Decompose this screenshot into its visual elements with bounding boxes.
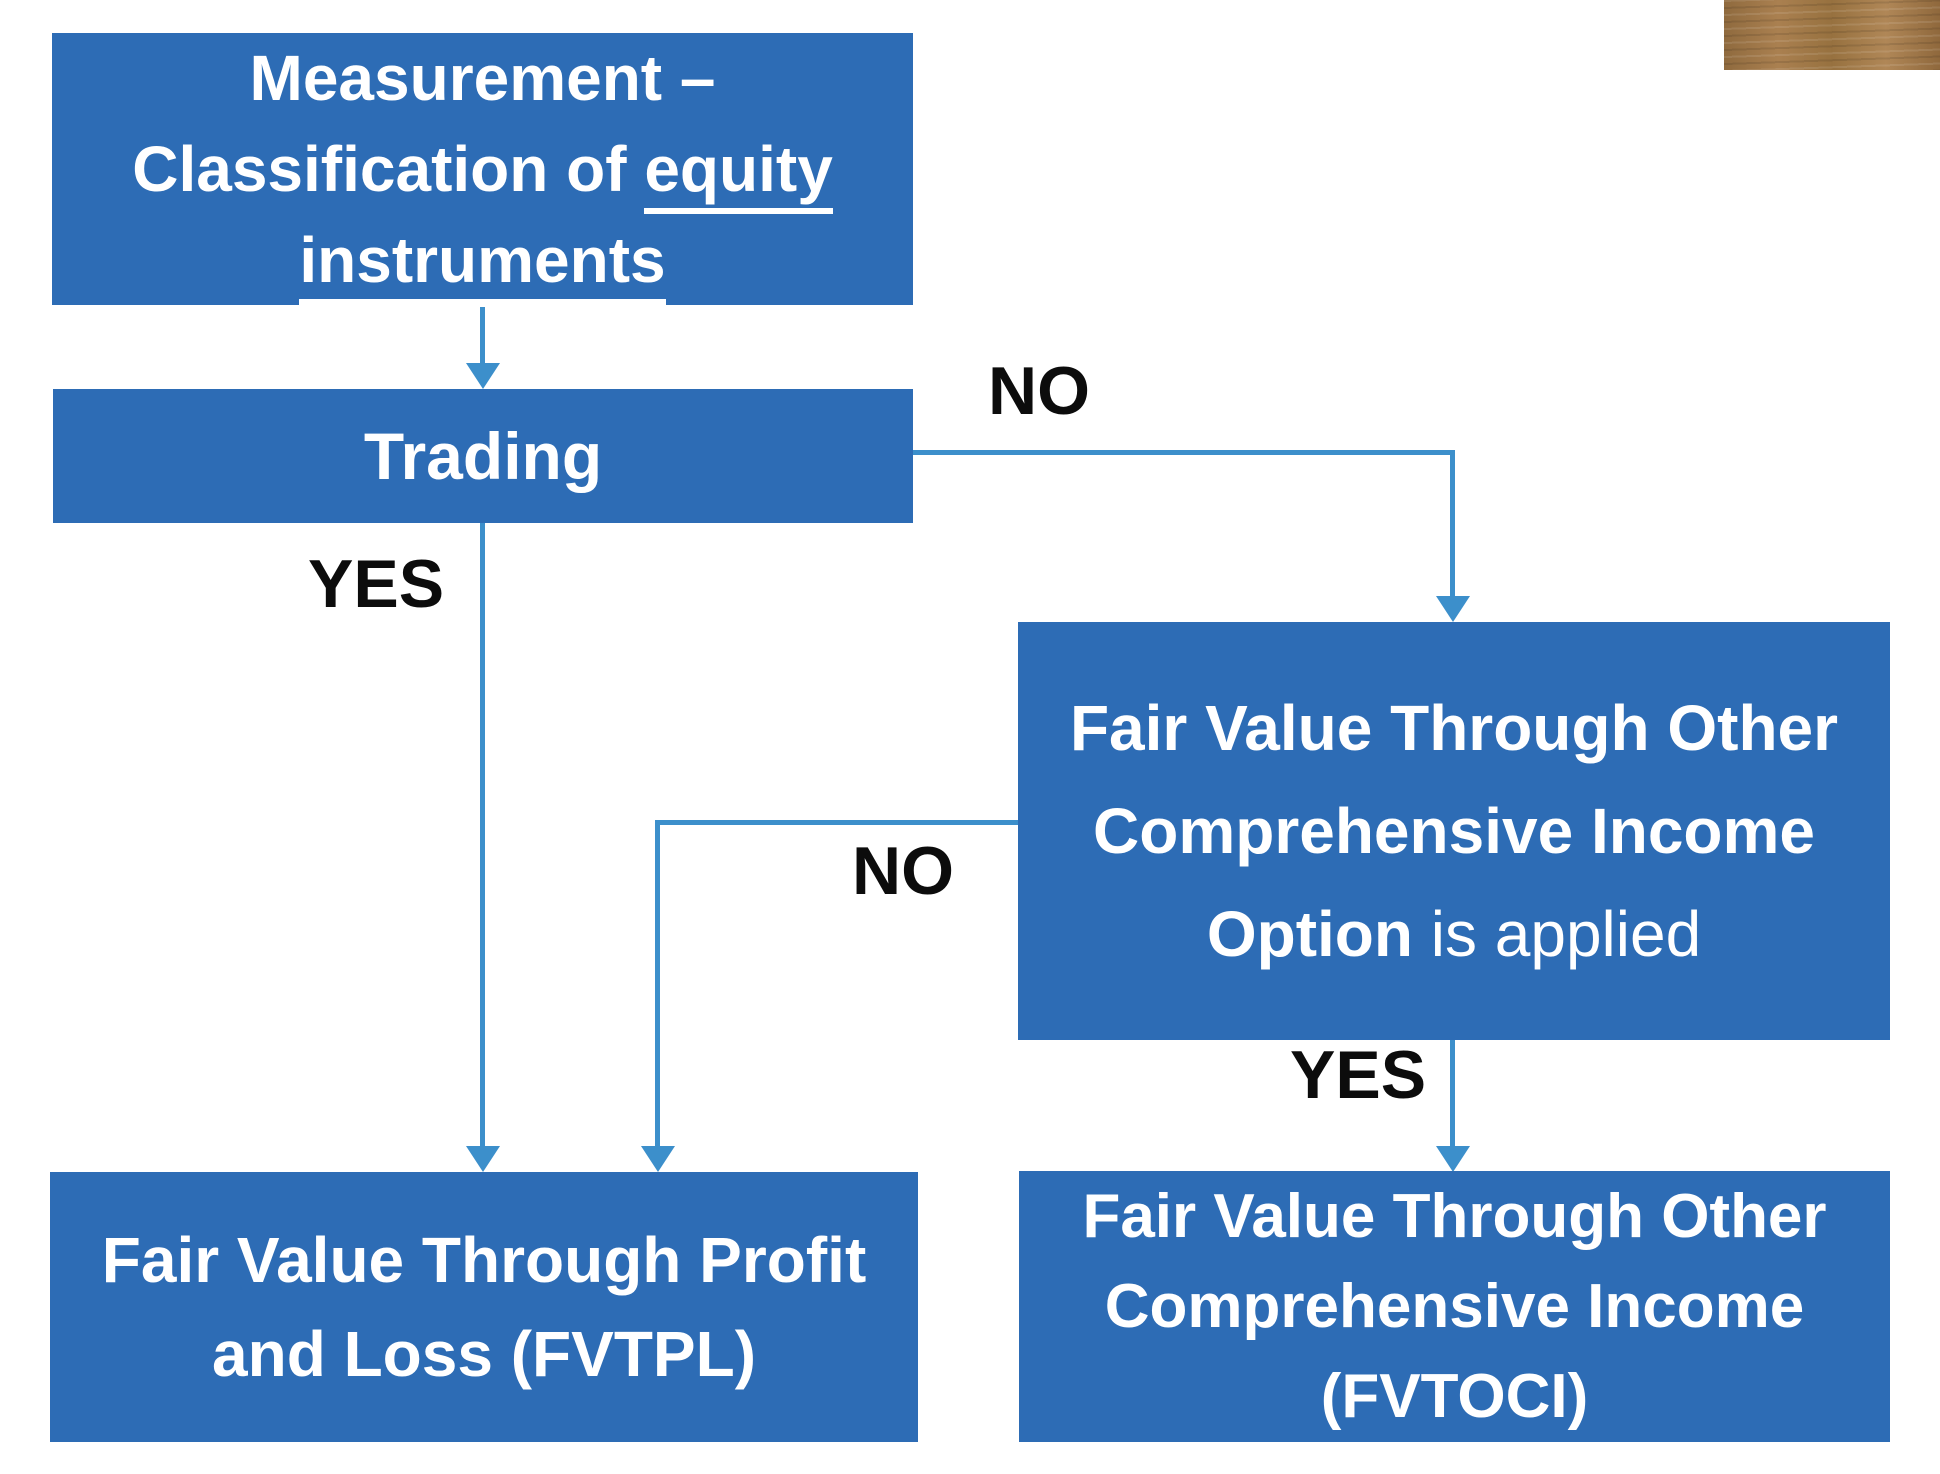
measurement-box: Measurement – Classification of equity i…	[52, 33, 913, 305]
connector-trading-no-horizontal-line	[913, 450, 1455, 455]
measurement-box-text: Measurement – Classification of equity i…	[82, 33, 883, 306]
connector-trading-no-arrowhead-icon	[1436, 596, 1470, 622]
connector-option-no-horizontal-line	[657, 820, 1018, 825]
fvtoci-option-text-bold: Fair Value Through Other Comprehensive I…	[1069, 691, 1839, 970]
fvtpl-box: Fair Value Through Profit and Loss (FVTP…	[50, 1172, 918, 1442]
fvtoci-option-text-regular: is applied	[1412, 897, 1702, 970]
label-yes-trading: YES	[308, 546, 445, 622]
wood-texture-decoration	[1724, 0, 1940, 70]
fvtoci-result-box: Fair Value Through Other Comprehensive I…	[1019, 1171, 1890, 1442]
label-no-option: NO	[852, 833, 954, 909]
connector-option-yes-arrowhead-icon	[1436, 1146, 1470, 1172]
connector-measurement-trading-arrowhead-icon	[466, 363, 500, 389]
fvtoci-result-box-text: Fair Value Through Other Comprehensive I…	[1082, 1181, 1827, 1431]
label-no-trading: NO	[988, 353, 1090, 429]
fvtoci-option-box-text: Fair Value Through Other Comprehensive I…	[1046, 677, 1862, 986]
trading-box-text: Trading	[363, 419, 603, 493]
connector-measurement-trading-line	[480, 307, 485, 367]
trading-box: Trading	[53, 389, 913, 523]
measurement-text-prefix: Measurement – Classification of	[132, 41, 716, 205]
connector-option-no-vertical-line	[655, 820, 660, 1148]
connector-option-yes-line	[1450, 1040, 1455, 1148]
fvtpl-box-text: Fair Value Through Profit and Loss (FVTP…	[101, 1224, 867, 1390]
connector-option-no-arrowhead-icon	[641, 1146, 675, 1172]
connector-trading-yes-arrowhead-icon	[466, 1146, 500, 1172]
connector-trading-yes-line	[480, 523, 485, 1148]
measurement-text-underlined: equity instruments	[299, 132, 833, 305]
fvtoci-option-box: Fair Value Through Other Comprehensive I…	[1018, 622, 1890, 1040]
connector-trading-no-vertical-line	[1450, 450, 1455, 600]
label-yes-option: YES	[1290, 1037, 1427, 1113]
